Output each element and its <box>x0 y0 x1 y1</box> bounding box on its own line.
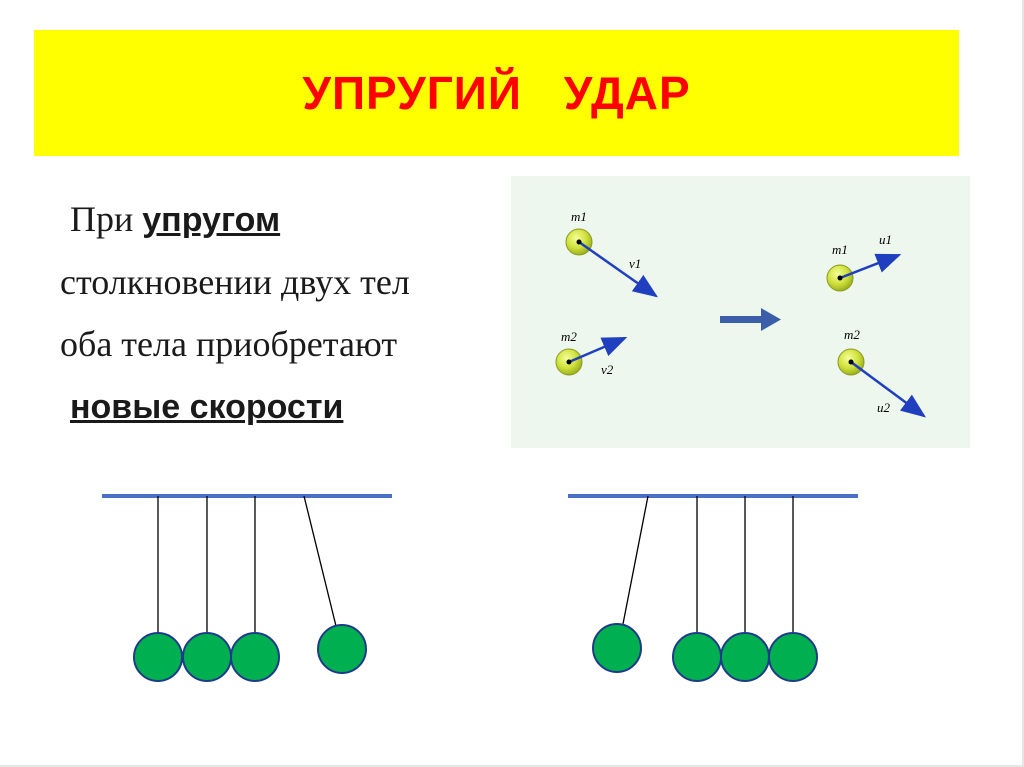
underlined-word-elastic: упругом <box>142 201 281 239</box>
pendulum-ball <box>672 632 722 682</box>
pendulum-ball <box>720 632 770 682</box>
collision-diagram: m1 v1 m2 v2 m1 u1 m2 <box>511 176 970 448</box>
velocity-arrow-icon <box>568 336 628 364</box>
text-line-1-prefix: При <box>70 199 143 239</box>
ball-center-dot-icon <box>576 239 582 245</box>
title-banner: УПРУГИЙ УДАР <box>34 30 959 156</box>
collision-diagram-svg: m1 v1 m2 v2 m1 u1 m2 <box>555 209 927 418</box>
before-ball-2: m2 v2 <box>555 329 628 377</box>
mass-label: m2 <box>561 329 577 344</box>
right-cradle <box>568 494 858 682</box>
string <box>622 495 649 625</box>
velocity-label: u1 <box>879 232 892 247</box>
pendulum-ball <box>133 632 183 682</box>
velocity-arrow-icon <box>578 240 659 298</box>
pendulum-ball <box>592 623 642 673</box>
string <box>303 495 337 627</box>
before-ball-1: m1 v1 <box>565 209 659 298</box>
mass-label: m1 <box>832 242 848 257</box>
after-ball-2: m2 u2 <box>837 327 927 418</box>
text-line-4: новые скорости <box>60 375 510 438</box>
velocity-arrow-icon <box>850 360 927 418</box>
mass-label: m1 <box>571 209 587 224</box>
ball-center-dot-icon <box>837 275 843 281</box>
underlined-new-velocities: новые скорости <box>70 388 344 426</box>
text-line-1: При упругом <box>60 188 510 251</box>
velocity-arrow-icon <box>839 253 902 280</box>
velocity-label: v1 <box>629 256 641 271</box>
mass-label: m2 <box>844 327 860 342</box>
ball-center-dot-icon <box>566 359 572 365</box>
text-line-3: оба тела приобретают <box>60 324 398 364</box>
velocity-label: v2 <box>601 362 614 377</box>
pendulum-ball <box>182 632 232 682</box>
ball-center-dot-icon <box>848 359 854 365</box>
pendulum-ball <box>317 624 367 674</box>
after-ball-1: m1 u1 <box>826 232 902 292</box>
slide-title: УПРУГИЙ УДАР <box>302 67 691 119</box>
velocity-label: u2 <box>877 400 891 415</box>
text-line-2: столкновении двух тел <box>60 262 410 302</box>
left-cradle <box>102 494 392 682</box>
description-text: При упругом столкновении двух тел оба те… <box>60 188 510 438</box>
pendulum-ball <box>230 632 280 682</box>
pendulum-ball <box>768 632 818 682</box>
transition-arrow-icon <box>720 308 781 331</box>
